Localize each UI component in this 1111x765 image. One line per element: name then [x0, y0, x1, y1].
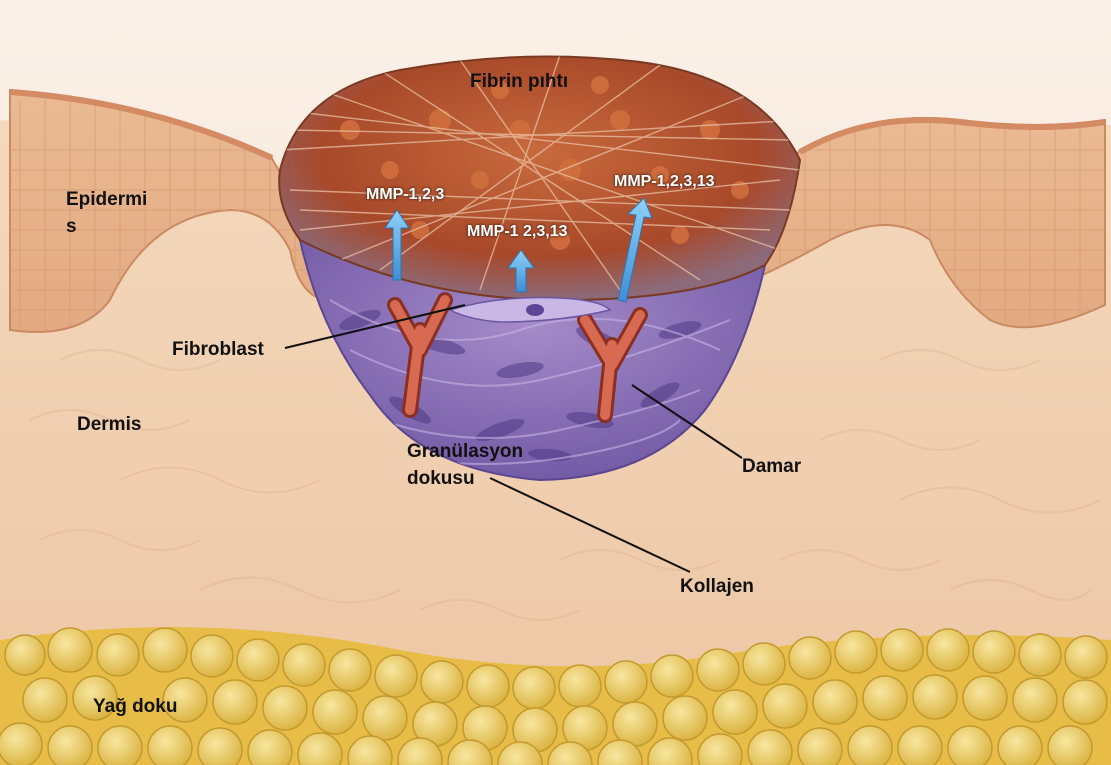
adipose-tissue-label: Yağ doku — [93, 695, 177, 719]
vessel-label: Damar — [742, 455, 801, 479]
mmp-label-center: MMP-1 2,3,13 — [467, 222, 567, 242]
mmp-label-right: MMP-1,2,3,13 — [614, 172, 714, 192]
mmp-label-left: MMP-1,2,3 — [366, 185, 444, 205]
granulation-tissue-label-line1: Granülasyon — [407, 440, 523, 464]
epidermis-label-line2: s — [66, 215, 77, 239]
dermis-label: Dermis — [77, 413, 141, 437]
fibrin-clot-label: Fibrin pıhtı — [470, 70, 568, 94]
fibroblast-label: Fibroblast — [172, 338, 264, 362]
collagen-label: Kollajen — [680, 575, 754, 599]
granulation-tissue-label-line2: dokusu — [407, 467, 475, 491]
epidermis-label-line1: Epidermi — [66, 188, 147, 212]
